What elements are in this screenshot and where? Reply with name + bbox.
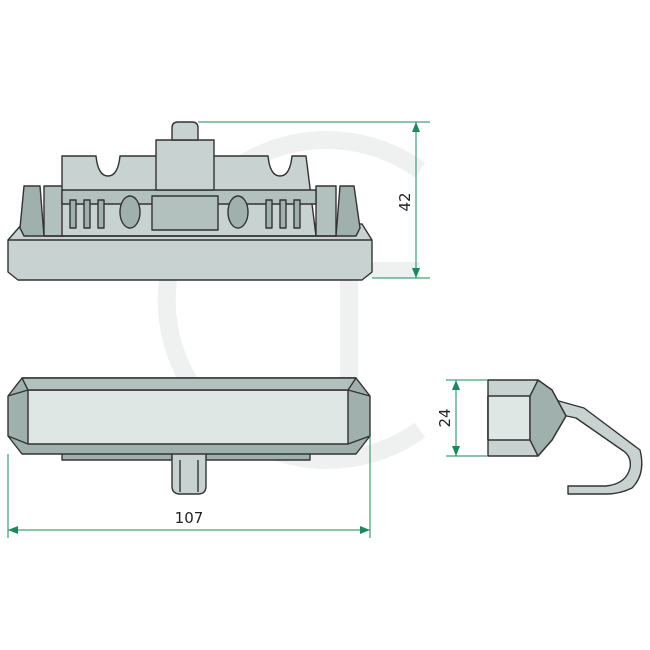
dimension-width: 24 [436,379,488,457]
oval-window-left [119,195,141,229]
ribs [69,199,301,229]
top-view [7,377,371,495]
dimension-label-height: 42 [396,192,414,211]
dimension-label-length: 107 [175,509,204,527]
top-knob [171,121,199,141]
side-view [487,379,643,495]
stud [171,449,207,495]
dimension-height: 42 [198,121,430,279]
oval-window-right [227,195,249,229]
dimension-length: 107 [7,436,371,538]
front-view [7,121,373,281]
dimension-label-width: 24 [436,408,454,427]
